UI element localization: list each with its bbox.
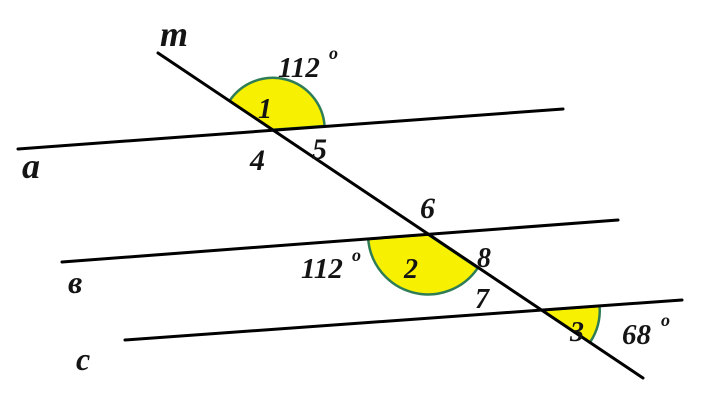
angle-6-number: 6 bbox=[420, 192, 435, 225]
angle-2-measure: 112 o bbox=[301, 245, 361, 285]
transversal-line-m bbox=[156, 51, 645, 380]
labels: m a в c 1 2 3 4 5 6 7 8 112 o 112 o 68 bbox=[22, 14, 670, 377]
line-a-label: a bbox=[22, 146, 40, 186]
line-b-label: в bbox=[68, 264, 82, 300]
angle-7-number: 7 bbox=[475, 284, 490, 315]
angle-5-number: 5 bbox=[312, 133, 327, 166]
angle-4-number: 4 bbox=[249, 144, 265, 177]
angle-wedges bbox=[228, 76, 601, 344]
angle-8-number: 8 bbox=[477, 243, 491, 274]
angle-1-number: 1 bbox=[258, 94, 272, 125]
parallel-line-b bbox=[60, 218, 620, 264]
angle-3-number: 3 bbox=[569, 317, 584, 348]
angle-2-wedge bbox=[366, 233, 480, 296]
parallel-line-a bbox=[16, 107, 565, 151]
line-c-label: c bbox=[76, 341, 90, 377]
angle-1-wedge bbox=[228, 76, 326, 132]
parallel-line-c bbox=[123, 298, 684, 342]
angle-3-measure: 68 o bbox=[622, 310, 670, 351]
line-m-label: m bbox=[160, 14, 188, 54]
angle-2-number: 2 bbox=[403, 254, 418, 285]
angle-1-measure: 112 o bbox=[278, 43, 338, 84]
lines bbox=[16, 51, 684, 380]
